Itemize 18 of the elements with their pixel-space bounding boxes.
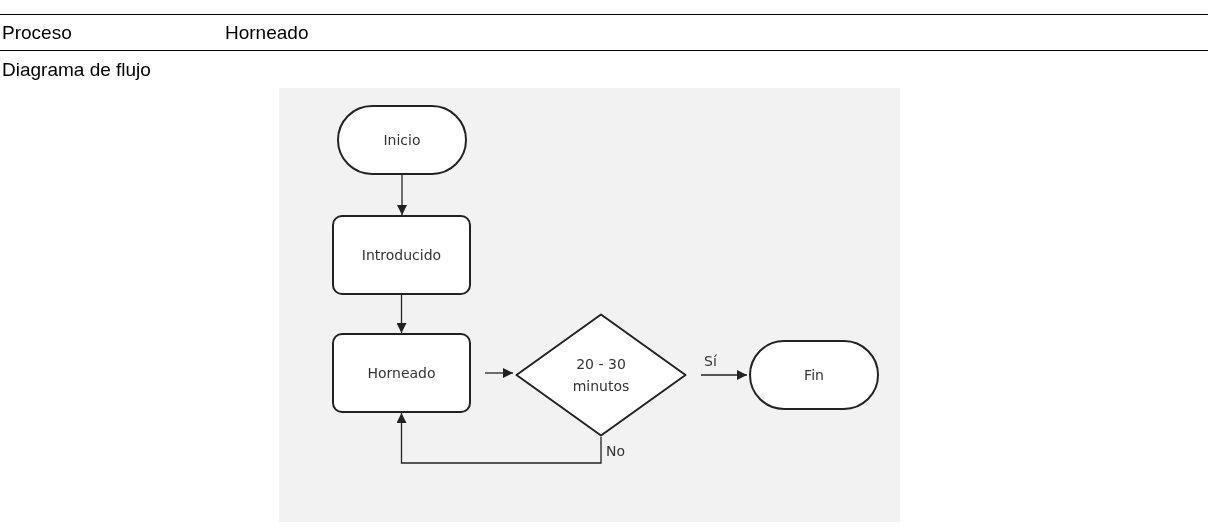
decision-diamond	[515, 313, 687, 437]
node-label: Inicio	[383, 130, 421, 150]
table-cell-text: Horneado	[225, 22, 309, 44]
node-label: Fin	[804, 365, 824, 385]
arrow	[397, 174, 407, 216]
arrow	[396, 412, 602, 464]
arrow	[700, 370, 748, 380]
table-cell-text: Proceso	[2, 22, 72, 44]
table-cell-text: Diagrama de flujo	[2, 59, 151, 81]
node-label: 20 - 30 minutos	[571, 354, 631, 396]
process-box	[332, 215, 471, 295]
edge-label: Sí	[703, 353, 718, 369]
arrow	[484, 368, 514, 378]
process-box	[332, 333, 471, 413]
node-label: Horneado	[367, 363, 436, 383]
arrow	[396, 294, 407, 334]
edge-label: No	[605, 443, 627, 459]
node-label: Introducido	[361, 245, 442, 265]
